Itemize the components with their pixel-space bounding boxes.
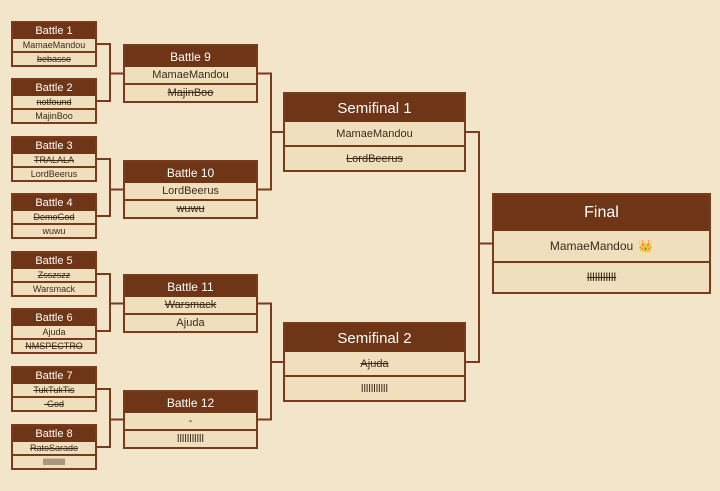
player-slot[interactable]: Warsmack (13, 281, 95, 295)
player-slot[interactable]: MajinBoo (13, 108, 95, 122)
player-slot[interactable]: RatoSarado (13, 442, 95, 454)
connector-b11 (97, 273, 123, 332)
player-slot[interactable]: TRALALA (13, 154, 95, 166)
connector-sf2 (258, 302, 283, 421)
player-name: wuwu (176, 203, 205, 215)
player-name: NMSPECTRO (25, 341, 83, 351)
player-slot[interactable]: NMSPECTRO (13, 338, 95, 352)
connector-final (466, 131, 492, 363)
player-name: TRALALA (33, 155, 75, 165)
player-name: Zsszszz (37, 270, 71, 280)
player-name: - (188, 415, 193, 427)
player-name: MamaeMandou (152, 69, 229, 81)
player-slot[interactable]: Ajuda (13, 326, 95, 338)
match-title: Semifinal 2 (285, 324, 464, 352)
match-title: Battle 4 (13, 195, 95, 211)
player-name: lllllllllll (586, 270, 617, 285)
player-slot[interactable]: lllllllllll (13, 454, 95, 468)
match-title: Battle 8 (13, 426, 95, 442)
match-title: Battle 1 (13, 23, 95, 39)
player-slot[interactable]: MamaeMandou (125, 67, 256, 83)
match-title: Battle 10 (125, 162, 256, 183)
player-slot[interactable]: wuwu (13, 223, 95, 237)
player-name: LordBeerus (162, 185, 219, 197)
match-title: Battle 12 (125, 392, 256, 413)
player-slot[interactable]: MamaeMandou 👑 (494, 231, 709, 261)
player-slot[interactable]: MajinBoo (125, 83, 256, 101)
player-slot[interactable]: LordBeerus (125, 183, 256, 199)
player-name: MamaeMandou (549, 238, 634, 253)
match-sf2: Semifinal 2 Ajuda lllllllllll (283, 322, 466, 402)
match-title: Battle 3 (13, 138, 95, 154)
player-name: wuwu (42, 226, 66, 236)
match-title: Semifinal 1 (285, 94, 464, 122)
connector-b12 (97, 388, 123, 448)
player-slot[interactable]: LordBeerus (285, 145, 464, 170)
crown-icon: 👑 (638, 238, 654, 253)
player-slot[interactable]: -God (13, 396, 95, 410)
match-b12: Battle 12 - lllllllllll (123, 390, 258, 449)
player-name: LordBeerus (346, 152, 403, 165)
player-slot[interactable]: Ajuda (285, 352, 464, 375)
match-title: Battle 9 (125, 46, 256, 67)
player-slot[interactable]: - (125, 413, 256, 429)
player-name: Ajuda (176, 317, 205, 329)
player-slot[interactable]: TukTukTis (13, 384, 95, 396)
player-name: lllllllllll (43, 457, 65, 467)
player-name: Warsmack (32, 284, 76, 294)
player-slot[interactable]: LordBeerus (13, 166, 95, 180)
match-title: Battle 11 (125, 276, 256, 297)
player-name: lllllllllll (361, 382, 388, 395)
connector-sf1 (258, 72, 283, 191)
connector-b10 (97, 158, 123, 217)
player-slot[interactable]: bebasso (13, 51, 95, 65)
player-slot[interactable]: Warsmack (125, 297, 256, 313)
player-name: MamaeMandou (336, 127, 413, 140)
player-slot[interactable]: MamaeMandou (13, 39, 95, 51)
player-name: -God (43, 399, 64, 409)
player-slot[interactable]: Ajuda (125, 313, 256, 331)
player-name: MajinBoo (35, 111, 73, 121)
player-name: bebasso (36, 54, 72, 64)
connector-b9 (97, 43, 123, 102)
player-slot[interactable]: wuwu (125, 199, 256, 217)
player-name: MamaeMandou (22, 40, 86, 50)
player-name: Ajuda (42, 327, 66, 337)
player-name: Ajuda (360, 357, 389, 370)
match-title: Battle 6 (13, 310, 95, 326)
match-title: Battle 2 (13, 80, 95, 96)
player-name: notfound (36, 97, 72, 107)
player-name: lllllllllll (177, 433, 204, 445)
player-name: MajinBoo (167, 87, 214, 99)
player-name: Warsmack (164, 299, 217, 311)
player-name: DemoGod (33, 212, 75, 222)
player-slot[interactable]: notfound (13, 96, 95, 108)
player-name: RatoSarado (29, 443, 79, 453)
match-title: Battle 5 (13, 253, 95, 269)
player-slot[interactable]: lllllllllll (285, 375, 464, 400)
player-slot[interactable]: lllllllllll (125, 429, 256, 447)
match-title: Final (494, 195, 709, 231)
match-title: Battle 7 (13, 368, 95, 384)
player-name: TukTukTis (33, 385, 75, 395)
player-slot[interactable]: lllllllllll (494, 260, 709, 293)
match-b10: Battle 10 LordBeerus wuwu (123, 160, 258, 219)
player-slot[interactable]: Zsszszz (13, 269, 95, 281)
player-slot[interactable]: DemoGod (13, 211, 95, 223)
player-name: LordBeerus (30, 169, 78, 179)
player-slot[interactable]: MamaeMandou (285, 122, 464, 145)
